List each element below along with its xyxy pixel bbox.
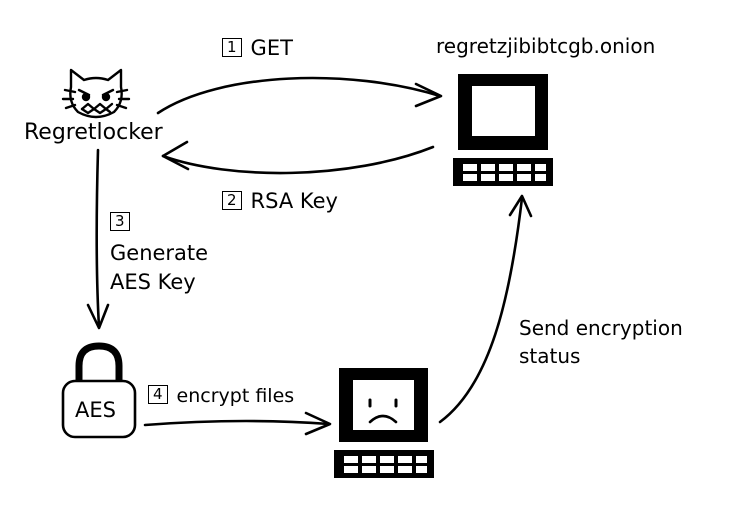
rsa-key-arrow bbox=[161, 140, 435, 175]
step-3-badge-wrap: 3 bbox=[110, 209, 139, 235]
lock-label: AES bbox=[75, 398, 116, 422]
get-arrow bbox=[156, 76, 443, 115]
encrypt-files-arrow bbox=[143, 411, 332, 436]
padlock-icon bbox=[61, 342, 137, 439]
step-2-badge: 2 bbox=[222, 191, 242, 210]
rsa-text: RSA Key bbox=[250, 189, 338, 213]
generate-line1: Generate bbox=[110, 241, 209, 265]
rsa-label: 2 RSA Key bbox=[222, 188, 338, 214]
generate-aes-arrow bbox=[86, 148, 110, 330]
server-computer-icon bbox=[453, 74, 553, 186]
status-line2: status bbox=[519, 344, 581, 368]
get-label: 1 GET bbox=[222, 35, 293, 61]
angry-cat-icon bbox=[61, 68, 131, 119]
server-label: regretzjibibtcgb.onion bbox=[436, 34, 656, 58]
attacker-label: Regretlocker bbox=[24, 120, 163, 145]
get-text: GET bbox=[250, 36, 293, 60]
sad-computer-icon bbox=[334, 368, 434, 478]
status-line1: Send encryption bbox=[519, 316, 683, 340]
status-arrow bbox=[438, 194, 533, 424]
encrypt-text: encrypt files bbox=[176, 385, 295, 407]
step-3-badge: 3 bbox=[110, 212, 130, 231]
step-4-badge: 4 bbox=[148, 385, 168, 404]
encrypt-label: 4 encrypt files bbox=[148, 383, 294, 409]
generate-line2: AES Key bbox=[110, 270, 196, 294]
step-1-badge: 1 bbox=[222, 38, 242, 57]
